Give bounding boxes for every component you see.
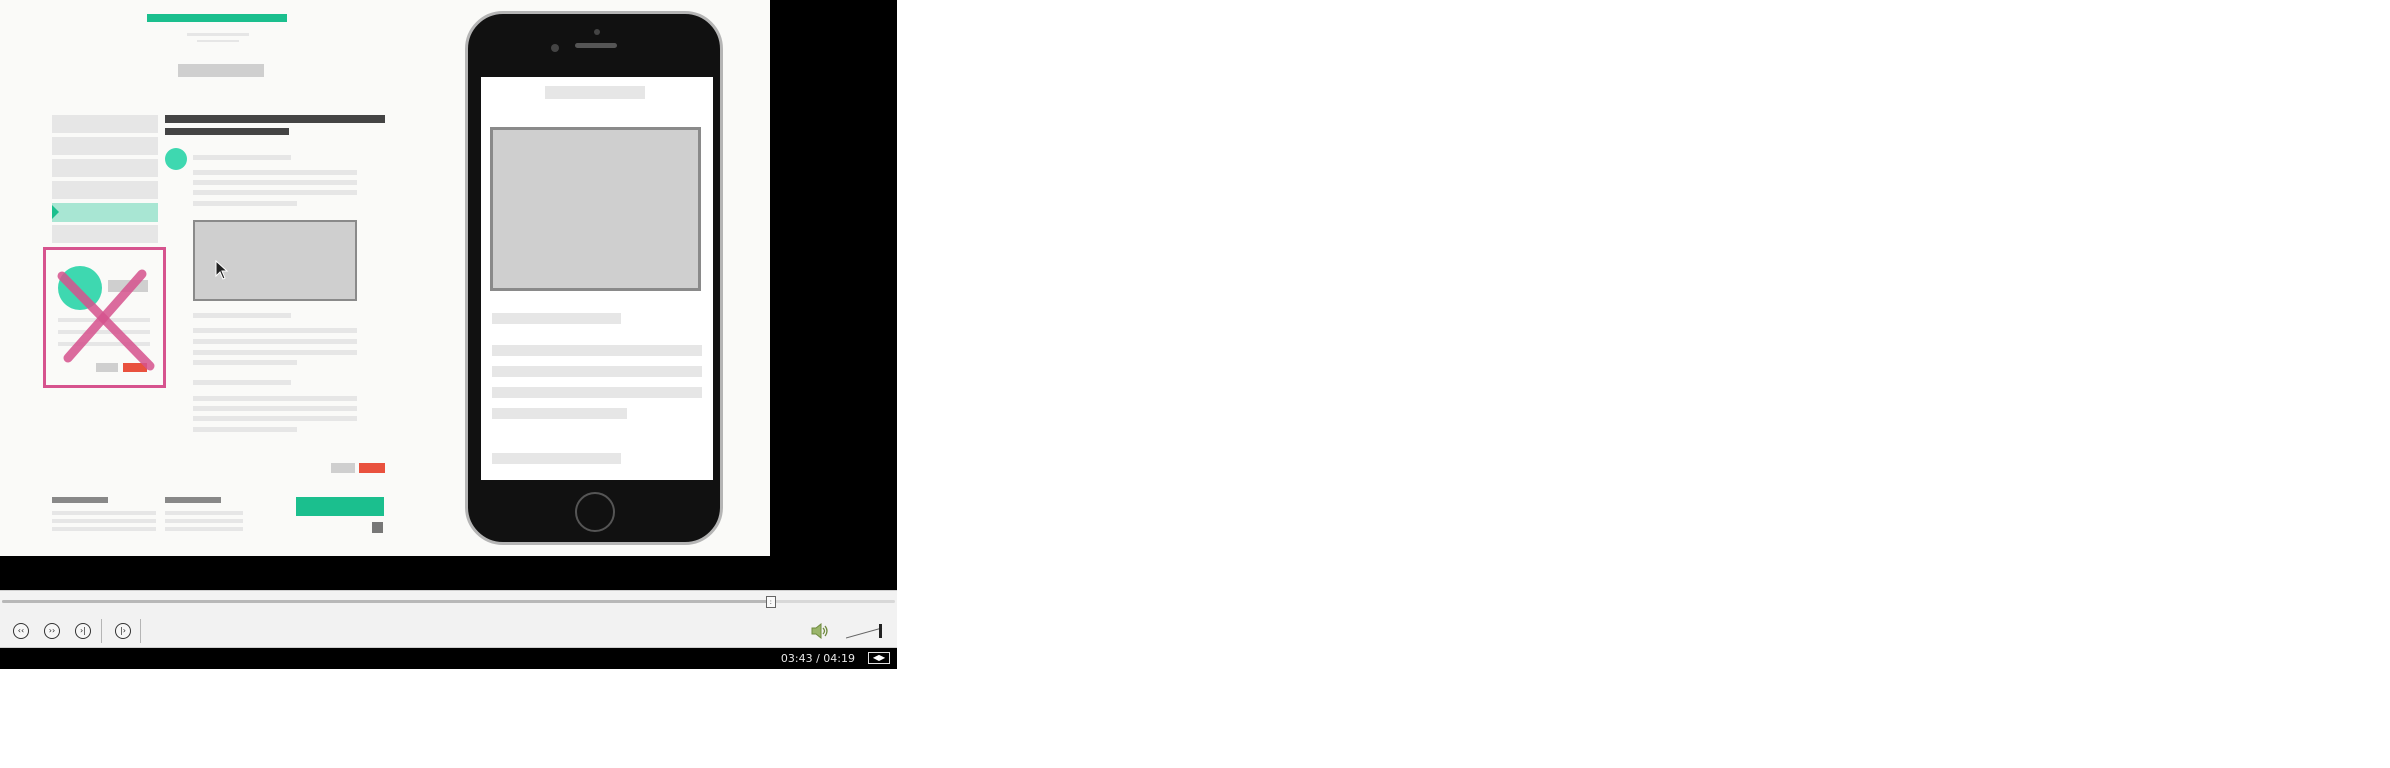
ad-highlight-box [43, 247, 166, 388]
wire-footer-button [296, 497, 384, 516]
seek-bar[interactable]: : [0, 590, 897, 614]
wire-line [165, 527, 243, 531]
wire-line [52, 511, 156, 515]
rewind-icon[interactable]: ‹‹ [13, 623, 29, 639]
wire-line [193, 201, 297, 206]
wire-sidebar-item [52, 225, 158, 243]
wire-line [492, 366, 702, 377]
wire-btn-red [123, 363, 147, 372]
wire-top-bar [147, 14, 287, 22]
wire-btn [96, 363, 118, 372]
volume-knob[interactable] [879, 624, 882, 638]
seek-handle[interactable]: : [765, 596, 776, 608]
wire-line [193, 339, 357, 344]
wire-line [492, 453, 621, 464]
volume-slider[interactable] [846, 622, 886, 640]
wire-line [492, 387, 702, 398]
wire-sidebar-item [52, 137, 158, 155]
wire-subline-2 [197, 40, 239, 42]
wire-line [193, 180, 357, 185]
wire-heading [165, 115, 385, 123]
wire-line [193, 406, 357, 411]
speaker-icon[interactable] [810, 623, 830, 639]
control-bar: ‹‹ ›› ›| |› [0, 614, 897, 648]
wire-line [193, 313, 291, 318]
phone-screen [481, 77, 713, 480]
camera-icon [594, 29, 600, 35]
skip-forward-icon[interactable]: ›| [75, 623, 91, 639]
wire-line [193, 396, 357, 401]
wire-footer-heading [165, 497, 221, 503]
seek-progress-fill [2, 600, 771, 603]
separator [101, 619, 102, 643]
status-bar: 03:43 / 04:19 ◀▶ [0, 648, 897, 669]
mouse-cursor-icon [215, 260, 229, 280]
wire-sidebar-item [52, 159, 158, 177]
wire-line [193, 170, 357, 175]
wire-sidebar-item [52, 115, 158, 133]
wire-phone-image [490, 127, 701, 291]
wire-button [178, 64, 264, 77]
wire-author-avatar [165, 148, 187, 170]
wire-line [165, 519, 243, 523]
view-mode-icon[interactable]: ◀▶ [868, 652, 890, 664]
wire-line [193, 360, 297, 365]
speaker-grille [575, 43, 617, 48]
separator [140, 619, 141, 643]
cross-out-icon [57, 269, 155, 371]
wire-line [58, 342, 150, 346]
wire-btn-red [359, 463, 385, 473]
wire-line [193, 350, 357, 355]
wire-line [193, 155, 291, 160]
time-display: 03:43 / 04:19 [780, 652, 855, 665]
wire-line [52, 519, 156, 523]
wire-subline [187, 33, 249, 36]
seek-track[interactable] [2, 600, 895, 603]
wire-line [193, 427, 297, 432]
wire-line [492, 345, 702, 356]
wire-btn [331, 463, 355, 473]
phone-mockup [465, 11, 723, 545]
home-button [575, 492, 615, 532]
wire-sidebar-item [52, 181, 158, 199]
wire-line [193, 328, 357, 333]
wire-line [193, 190, 357, 195]
fast-forward-icon[interactable]: ›› [44, 623, 60, 639]
active-pointer-icon [52, 205, 59, 219]
wire-image [193, 220, 357, 301]
wire-phone-title [545, 86, 645, 99]
wire-line [492, 408, 627, 419]
wire-line [52, 527, 156, 531]
video-area[interactable] [0, 0, 897, 590]
wire-line [193, 380, 291, 385]
frame-step-icon[interactable]: |› [115, 623, 131, 639]
wire-line [193, 416, 357, 421]
media-player: : ‹‹ ›› ›| |› 03:43 / 04:19 ◀▶ [0, 0, 897, 669]
wire-line [58, 330, 150, 334]
wire-line [492, 313, 621, 324]
wire-sidebar-item-active [52, 203, 158, 222]
wire-heading-2 [165, 128, 289, 135]
wire-footer-heading [52, 497, 108, 503]
wire-small-square [372, 522, 383, 533]
wire-line [165, 511, 243, 515]
sensor-dot [551, 44, 559, 52]
